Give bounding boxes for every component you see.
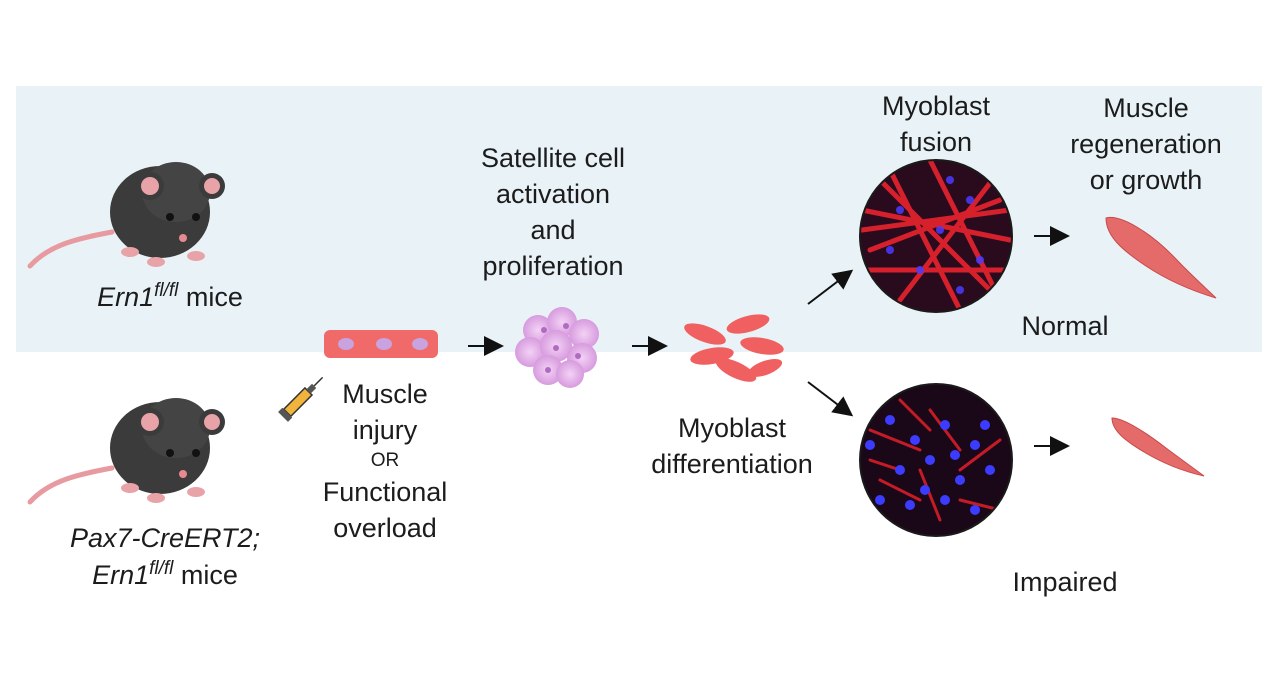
- normal-outcome-label: Normal: [990, 308, 1140, 344]
- injury-line3: Functional: [322, 477, 448, 507]
- control-gene: Ern1: [97, 282, 155, 312]
- differentiation-line1: Myoblast: [677, 413, 787, 443]
- knockout-gene: Ern1: [92, 560, 150, 590]
- regeneration-line3: or growth: [1089, 165, 1203, 195]
- fusion-line2: fusion: [899, 127, 973, 157]
- regeneration-line1: Muscle: [1103, 93, 1189, 123]
- normal-fusion-micrograph: [860, 160, 1012, 312]
- knockout-mice-label: Pax7-CreERT2; Ern1fl/fl mice: [40, 520, 290, 593]
- control-mice-label: Ern1fl/fl mice: [70, 278, 270, 315]
- knockout-suffix: mice: [180, 560, 238, 590]
- impaired-outcome-label: Impaired: [990, 564, 1140, 600]
- satellite-cell-cluster-icon: [515, 307, 599, 388]
- muscle-fiber-icon: [324, 330, 438, 358]
- differentiation-label: Myoblast differentiation: [622, 410, 842, 482]
- satellite-label: Satellite cell activation and proliferat…: [448, 140, 658, 284]
- satellite-line3: and: [530, 215, 576, 245]
- impaired-text: Impaired: [1012, 567, 1118, 597]
- injury-line2: injury: [352, 415, 418, 445]
- impaired-muscle-icon: [1111, 417, 1205, 477]
- normal-text: Normal: [1021, 311, 1109, 341]
- impaired-fusion-micrograph: [860, 384, 1012, 536]
- injury-label: Muscle injury OR Functional overload: [300, 376, 470, 546]
- myoblast-cells-icon: [684, 314, 784, 382]
- control-mouse-icon: [27, 162, 225, 269]
- arrow-to-impaired-fusion: [807, 381, 854, 417]
- satellite-line2: activation: [495, 179, 611, 209]
- normal-muscle-icon: [1105, 216, 1217, 299]
- knockout-line1: Pax7-CreERT2;: [69, 523, 261, 553]
- knockout-mouse-icon: [27, 398, 225, 505]
- regeneration-line2: regeneration: [1070, 129, 1222, 159]
- control-genotype: fl/fl: [154, 280, 179, 301]
- satellite-line1: Satellite cell: [480, 143, 626, 173]
- differentiation-line2: differentiation: [651, 449, 813, 479]
- injury-line4: overload: [333, 513, 437, 543]
- syringe-icon: [278, 376, 324, 422]
- fusion-label: Myoblast fusion: [846, 88, 1026, 160]
- injury-line1: Muscle: [342, 379, 428, 409]
- knockout-genotype: fl/fl: [149, 558, 174, 579]
- normal-pathway-band: [16, 86, 1262, 352]
- regeneration-label: Muscle regeneration or growth: [1046, 90, 1246, 198]
- satellite-line4: proliferation: [482, 251, 624, 281]
- injury-or: OR: [370, 450, 400, 471]
- fusion-line1: Myoblast: [881, 91, 991, 121]
- arrow-to-normal-fusion: [807, 269, 854, 305]
- control-suffix: mice: [185, 282, 243, 312]
